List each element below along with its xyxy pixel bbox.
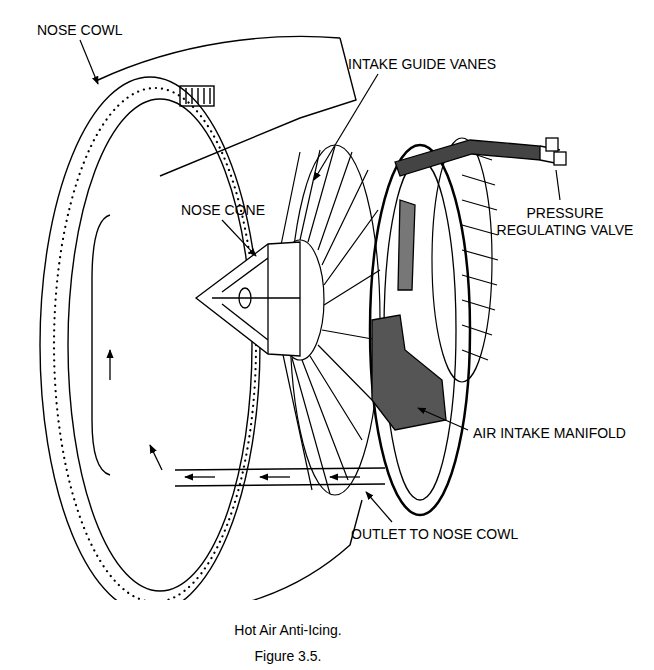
leader-line (366, 492, 392, 522)
cone-detail (212, 244, 300, 354)
valve-block (546, 138, 558, 151)
leader-line (418, 408, 468, 430)
blade-disc (432, 138, 492, 382)
part-label: INTAKE GUIDE VANES (348, 56, 496, 73)
part-label: PRESSURE REGULATING VALVE (485, 205, 645, 239)
pressure-regulating-valve (395, 138, 566, 176)
leader-line (222, 220, 256, 256)
valve-block (554, 152, 566, 165)
flow-arrow (109, 350, 110, 380)
manifold-ring (370, 145, 470, 515)
part-label: NOSE CONE (181, 202, 265, 219)
cowl-bottom (150, 500, 362, 600)
leader-line (80, 40, 98, 84)
manifold-shading (372, 315, 446, 430)
supply-pipe (395, 140, 540, 176)
cowl-grille (180, 86, 214, 106)
figure-caption: Hot Air Anti-Icing. Figure 3.5. (218, 617, 358, 669)
cowl-lip-outer (40, 77, 260, 600)
outlet-to-cowl (110, 350, 385, 486)
leader-line (314, 74, 378, 180)
nose-cone (196, 242, 300, 356)
cowl-inner-face (92, 215, 110, 475)
flow-arrow (330, 476, 360, 477)
vane-ring (290, 145, 380, 495)
part-label: NOSE COWL (37, 22, 123, 39)
cowl-cut-edge (160, 38, 356, 176)
cone-body (196, 242, 300, 356)
flow-arrow (150, 445, 162, 470)
blade-lines (462, 150, 498, 360)
manifold-duct (398, 200, 415, 290)
flow-arrow (260, 476, 290, 477)
cone-nut (239, 288, 251, 308)
air-intake-manifold (370, 145, 470, 515)
grille-slots (186, 88, 210, 104)
cowl-holes (54, 88, 256, 600)
outlet-pipe (175, 468, 385, 486)
leader-lines (80, 40, 560, 522)
part-label: OUTLET TO NOSE COWL (351, 526, 518, 543)
nose-cowl (40, 36, 362, 600)
compressor-blades (432, 138, 498, 382)
flow-arrow (185, 476, 215, 477)
anti-icing-illustration (0, 0, 654, 600)
part-label: AIR INTAKE MANIFOLD (473, 425, 626, 442)
cowl-top (98, 36, 340, 80)
leader-line (556, 170, 560, 200)
cowl-lip-inner (68, 99, 252, 591)
